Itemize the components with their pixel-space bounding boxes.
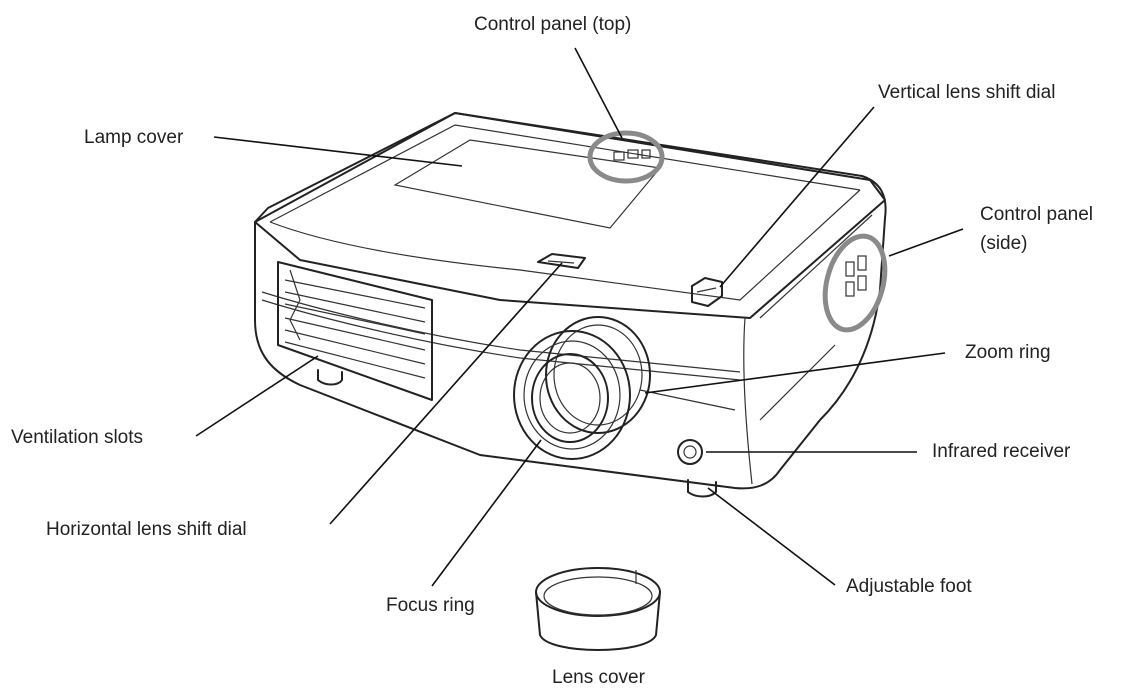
- label-ventilation-slots: Ventilation slots: [11, 427, 144, 448]
- label-adjustable-foot: Adjustable foot: [846, 576, 972, 597]
- label-infrared-receiver: Infrared receiver: [932, 441, 1071, 462]
- label-horizontal-lens-shift-dial: Horizontal lens shift dial: [46, 519, 247, 540]
- label-control-panel-side-line1: Control panel: [980, 204, 1094, 225]
- feet: [317, 369, 717, 498]
- label-lamp-cover: Lamp cover: [84, 127, 184, 148]
- leader-lines: [195, 47, 964, 587]
- highlight-circles: [587, 130, 888, 333]
- projector-body: [254, 112, 887, 490]
- label-zoom-ring: Zoom ring: [965, 342, 1051, 363]
- infrared-receiver: [677, 439, 703, 465]
- label-control-panel-side-line2: (side): [980, 233, 1028, 254]
- lens-assembly: [513, 316, 651, 460]
- label-vertical-lens-shift-dial: Vertical lens shift dial: [878, 82, 1056, 103]
- label-lens-cover: Lens cover: [552, 667, 645, 688]
- ventilation-slots: [277, 261, 433, 401]
- lens-cover-drawing: [535, 567, 661, 651]
- label-control-panel-top: Control panel (top): [474, 14, 632, 35]
- label-focus-ring: Focus ring: [386, 595, 475, 616]
